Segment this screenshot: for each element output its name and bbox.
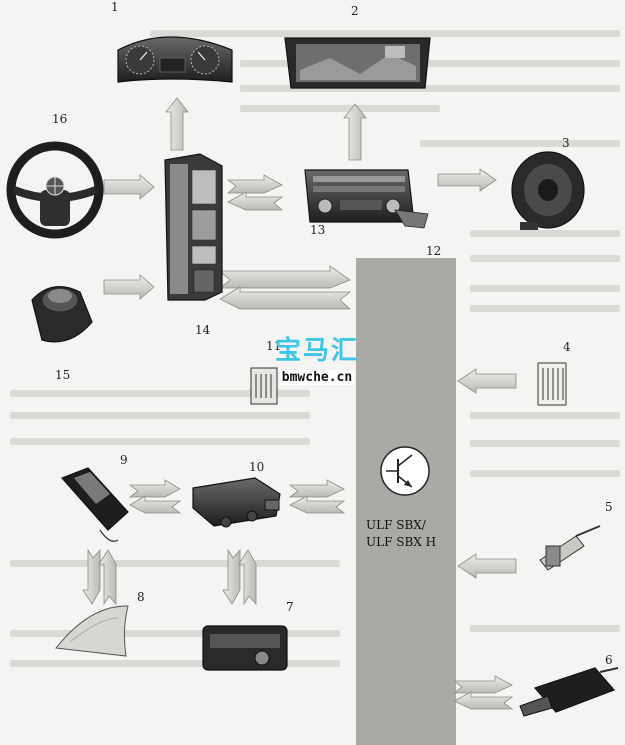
- module-column: [356, 258, 456, 745]
- small-control-unit: [250, 367, 278, 405]
- arrow-10-7-bidirectional: [222, 548, 257, 606]
- arrow-15-to-14: [103, 274, 155, 300]
- callout-11: 11: [266, 339, 282, 353]
- callout-10: 10: [249, 460, 265, 474]
- head-unit: [164, 153, 223, 301]
- watermark: 宝马汇 bmwche.cn: [262, 336, 372, 385]
- watermark-site: bmwche.cn: [279, 370, 355, 385]
- callout-15: 15: [55, 368, 71, 382]
- arrow-9-10-bidirectional: [128, 479, 182, 514]
- watermark-brand: 宝马汇: [274, 336, 359, 366]
- cable-connector-module: [519, 667, 619, 717]
- callout-14: 14: [195, 323, 211, 337]
- arrow-13-to-2: [343, 103, 367, 161]
- idrive-controller: [31, 285, 93, 343]
- callout-1: 1: [111, 0, 119, 14]
- callout-4: 4: [563, 340, 571, 354]
- arrow-4-to-12: [457, 368, 517, 394]
- arrow-14-13-bidirectional: [226, 174, 284, 211]
- steering-wheel: [6, 141, 104, 239]
- callout-9: 9: [120, 453, 128, 467]
- callout-12: 12: [426, 244, 442, 258]
- arrow-9-8-bidirectional: [82, 548, 117, 606]
- callout-5: 5: [605, 500, 613, 514]
- callout-8: 8: [137, 590, 145, 604]
- callout-6: 6: [605, 653, 613, 667]
- callout-16: 16: [52, 112, 68, 126]
- arrow-13-to-3: [437, 168, 497, 192]
- audio-control-panel: [304, 169, 429, 229]
- callout-3: 3: [562, 136, 570, 150]
- arrow-5-to-12: [457, 553, 517, 579]
- module-label: ULF SBX/ ULF SBX H: [366, 517, 436, 551]
- instrument-cluster: [117, 36, 233, 83]
- temperature-sensor: [539, 525, 601, 571]
- callout-2: 2: [351, 4, 359, 18]
- connector-strip: [537, 362, 567, 406]
- arrow-12-6-bidirectional: [452, 675, 514, 710]
- module-label-line2: ULF SBX H: [366, 535, 437, 549]
- telephone-handset: [60, 467, 129, 542]
- emergency-call-module: [202, 625, 288, 671]
- transistor-symbol: [380, 446, 430, 496]
- telematics-module: [192, 477, 281, 528]
- loudspeaker: [511, 151, 585, 230]
- central-information-display: [284, 37, 431, 89]
- arrow-10-12-bidirectional: [288, 479, 346, 514]
- arrow-14-to-1: [165, 97, 189, 151]
- arrow-16-to-14: [103, 174, 155, 200]
- module-label-line1: ULF SBX/: [366, 518, 426, 532]
- callout-7: 7: [286, 600, 294, 614]
- shark-fin-antenna: [55, 605, 129, 657]
- arrow-14-12-bidirectional: [218, 265, 352, 310]
- callout-13: 13: [310, 223, 326, 237]
